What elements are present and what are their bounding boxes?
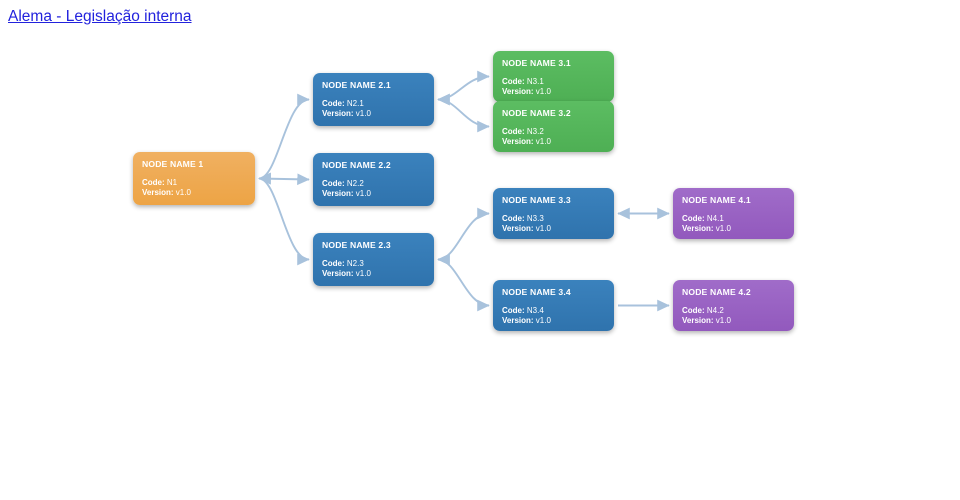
connector-arrow	[258, 172, 310, 266]
node-version-label: Version:	[322, 188, 354, 198]
node-version-label: Version:	[682, 315, 714, 325]
node-version-label: Version:	[142, 187, 174, 197]
node-version-label: Version:	[502, 315, 534, 325]
node-code-row: Code: N2.1	[322, 99, 425, 109]
node-version-row: Version: v1.0	[322, 269, 425, 279]
node-version-row: Version: v1.0	[682, 316, 785, 326]
node-title: NODE NAME 3.1	[502, 58, 571, 68]
connector-arrow	[258, 93, 310, 185]
node-version-value: v1.0	[533, 136, 551, 146]
node-title: NODE NAME 3.2	[502, 108, 571, 118]
node-version-value: v1.0	[533, 86, 551, 96]
node-version-value: v1.0	[713, 315, 731, 325]
node-version-label: Version:	[682, 223, 714, 233]
connector-arrow	[258, 172, 310, 186]
node-version-row: Version: v1.0	[502, 137, 605, 147]
node-version-value: v1.0	[353, 108, 371, 118]
node-code-value: N3.4	[524, 306, 544, 315]
node-code-row: Code: N4.2	[682, 306, 785, 316]
node-code-label: Code:	[682, 306, 705, 315]
node-version-row: Version: v1.0	[322, 189, 425, 199]
node-version-value: v1.0	[533, 223, 551, 233]
node-title: NODE NAME 4.2	[682, 287, 751, 297]
node-version-label: Version:	[322, 268, 354, 278]
connector-arrow	[437, 207, 490, 266]
node-code-row: Code: N1	[142, 178, 246, 188]
node-code-value: N1	[164, 178, 178, 187]
node-version-value: v1.0	[713, 223, 731, 233]
node-code-label: Code:	[322, 179, 345, 188]
node-version-label: Version:	[502, 223, 534, 233]
node-code-value: N4.2	[704, 306, 724, 315]
node-code-row: Code: N4.1	[682, 214, 785, 224]
node-code-label: Code:	[682, 214, 705, 223]
node-title: NODE NAME 2.1	[322, 80, 391, 90]
node-code-row: Code: N3.3	[502, 214, 605, 224]
node-code-label: Code:	[502, 214, 525, 223]
node-title: NODE NAME 2.2	[322, 160, 391, 170]
node-code-label: Code:	[502, 77, 525, 86]
node-code-value: N3.1	[524, 77, 544, 86]
node-version-row: Version: v1.0	[502, 87, 605, 97]
node-version-row: Version: v1.0	[142, 188, 246, 198]
node-code-label: Code:	[322, 99, 345, 108]
node-code-value: N3.3	[524, 214, 544, 223]
node-code-label: Code:	[502, 127, 525, 136]
node-code-value: N2.2	[344, 179, 364, 188]
node-version-value: v1.0	[353, 188, 371, 198]
page-title-link[interactable]: Alema - Legislação interna	[8, 8, 192, 25]
node-title: NODE NAME 3.4	[502, 287, 571, 297]
node-code-row: Code: N3.4	[502, 306, 605, 316]
node-title: NODE NAME 3.3	[502, 195, 571, 205]
node-version-value: v1.0	[353, 268, 371, 278]
node-version-row: Version: v1.0	[682, 224, 785, 234]
node-code-row: Code: N3.1	[502, 77, 605, 87]
node-version-row: Version: v1.0	[502, 224, 605, 234]
node-code-row: Code: N2.3	[322, 259, 425, 269]
node-code-label: Code:	[322, 259, 345, 268]
node-code-value: N2.1	[344, 99, 364, 108]
node-version-row: Version: v1.0	[502, 316, 605, 326]
node-version-value: v1.0	[533, 315, 551, 325]
node-version-label: Version:	[502, 86, 534, 96]
node-version-label: Version:	[322, 108, 354, 118]
node-code-label: Code:	[142, 178, 165, 187]
node-code-row: Code: N3.2	[502, 127, 605, 137]
node-code-value: N3.2	[524, 127, 544, 136]
node-title: NODE NAME 4.1	[682, 195, 751, 205]
connector-arrow	[437, 70, 490, 106]
node-title: NODE NAME 1	[142, 159, 204, 169]
node-version-label: Version:	[502, 136, 534, 146]
connector-arrow	[437, 253, 490, 312]
node-code-value: N4.1	[704, 214, 724, 223]
node-code-row: Code: N2.2	[322, 179, 425, 189]
node-title: NODE NAME 2.3	[322, 240, 391, 250]
node-code-label: Code:	[502, 306, 525, 315]
node-version-value: v1.0	[173, 187, 191, 197]
node-version-row: Version: v1.0	[322, 109, 425, 119]
connector-arrow	[437, 93, 490, 133]
node-code-value: N2.3	[344, 259, 364, 268]
